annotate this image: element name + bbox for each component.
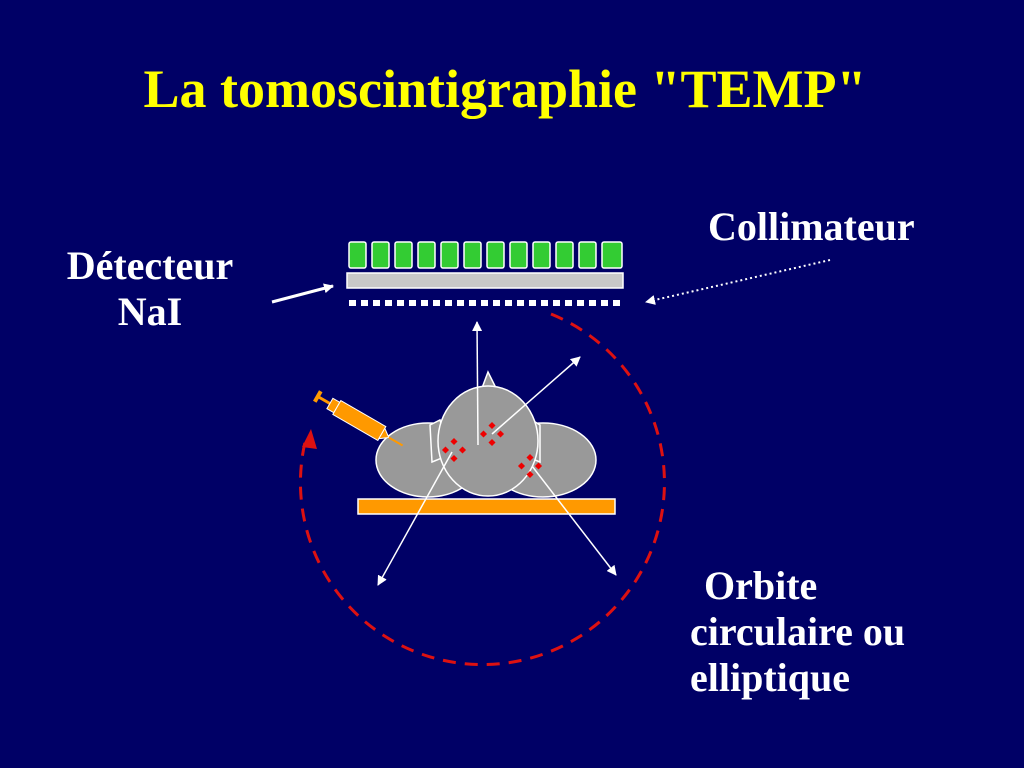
orbit-label-line3: elliptique	[690, 655, 851, 700]
detector-crystal	[348, 241, 623, 269]
collimator-label: Collimateur	[708, 204, 915, 249]
gamma-ray-up	[472, 321, 483, 446]
orbit-label-line2: circulaire ou	[690, 609, 906, 654]
patient-head-icon	[375, 370, 597, 498]
detector-bar	[346, 272, 624, 289]
orbit-label: Orbite circulaire ou elliptique	[690, 563, 905, 701]
syringe-icon	[313, 390, 404, 447]
gamma-ray-lower-left	[377, 451, 453, 586]
orbit-arrowhead	[302, 429, 317, 449]
detector-pointer-arrow	[271, 283, 334, 304]
orbit-label-line1: Orbite	[704, 563, 818, 608]
patient-table	[357, 498, 616, 515]
gamma-rays	[377, 321, 617, 586]
gamma-ray-upper-right	[491, 356, 581, 435]
detector-label-line1: Détecteur	[66, 243, 234, 288]
collimator-pointer-arrow	[645, 259, 831, 305]
gamma-ray-lower-right	[531, 465, 617, 576]
detector-label: Détecteur NaI	[30, 243, 270, 335]
page-title: La tomoscintigraphie "TEMP"	[143, 59, 867, 119]
hot-spots	[441, 421, 543, 479]
detector-label-line2: NaI	[117, 289, 183, 334]
